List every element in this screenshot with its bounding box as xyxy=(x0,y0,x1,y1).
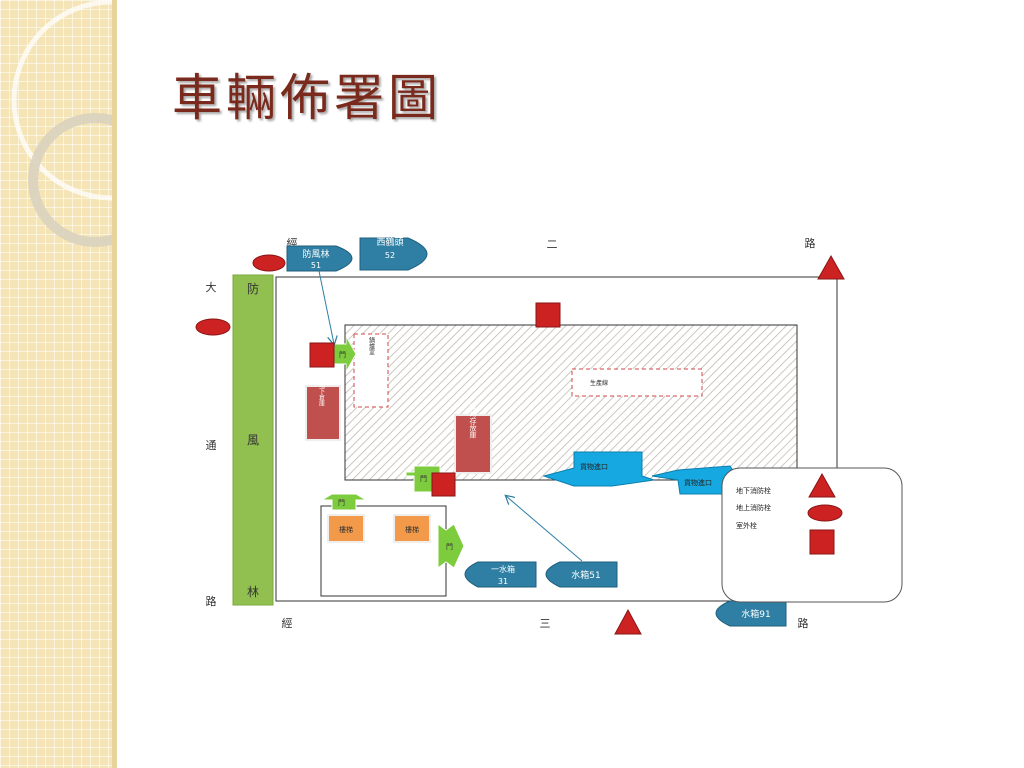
vehicle-31-line2: 31 xyxy=(498,577,508,586)
underground-storage xyxy=(305,385,341,441)
production-line-label: 生產線 xyxy=(590,379,608,387)
road-west-3: 路 xyxy=(206,595,217,608)
temp-storage-label: 暫時存放庫 xyxy=(469,403,477,440)
windbreak-strip xyxy=(232,274,274,606)
legend-ellipse-icon xyxy=(807,504,843,522)
hydrant-underground-ne xyxy=(817,254,845,280)
vehicle-51-label: 水箱51 xyxy=(571,569,600,581)
gate-west-label: 門 xyxy=(339,351,346,359)
legend-triangle-icon xyxy=(808,472,836,498)
gate-south-factory-label: 門 xyxy=(420,475,427,483)
vehicle-west-52-line2: 52 xyxy=(385,251,395,260)
sidebar-edge xyxy=(112,0,117,768)
gate-stairs-east: 門 xyxy=(437,523,465,569)
gate-stairs-east-label: 門 xyxy=(446,543,453,551)
windbreak-char-3: 林 xyxy=(247,585,259,599)
legend: 地下消防栓 地上消防栓 室外栓 xyxy=(721,467,903,603)
loading-dock-2-label: 貨物進口 xyxy=(684,478,712,487)
road-north-3: 路 xyxy=(805,237,816,250)
stairs-1 xyxy=(327,514,365,543)
vehicle-west-52-line1: 西鶴頭 xyxy=(376,236,403,248)
boiler-room-label: 鍋爐室 xyxy=(368,336,375,355)
road-west-2: 通 xyxy=(206,439,217,452)
decorative-sidebar xyxy=(0,0,117,768)
road-west-1: 大 xyxy=(206,280,217,294)
gate-stairs-top: 門 xyxy=(320,493,368,511)
temp-storage xyxy=(454,414,492,474)
production-line xyxy=(571,368,703,397)
gate-stairs-top-label: 門 xyxy=(338,499,345,507)
legend-square-icon xyxy=(809,529,835,555)
factory-building xyxy=(344,324,798,481)
vehicle-91: 水箱91 xyxy=(715,600,787,627)
road-south-3: 路 xyxy=(798,617,809,630)
legend-ground-label: 地上消防栓 xyxy=(736,503,771,512)
road-south-2: 三 xyxy=(540,617,551,630)
vehicle-91-label: 水箱91 xyxy=(741,608,770,620)
vehicle-windbreak-51-line1: 防風林 xyxy=(302,248,329,260)
underground-storage-label: 地下倉庫 xyxy=(318,381,325,407)
vehicle-windbreak-51-line2: 51 xyxy=(311,261,321,270)
vehicle-windbreak-51: 防風林 51 xyxy=(286,245,353,272)
hydrant-outdoor-south xyxy=(431,472,456,497)
vehicle-31: 一水箱 31 xyxy=(464,561,537,588)
vehicle-51: 水箱51 xyxy=(545,561,618,588)
stairs-2 xyxy=(393,514,431,543)
boiler-room xyxy=(353,333,389,408)
vehicle-31-line1: 一水箱 xyxy=(491,564,515,574)
loading-dock-1: 貨物進口 xyxy=(542,451,655,487)
windbreak-char-2: 風 xyxy=(247,433,259,447)
road-north-2: 二 xyxy=(547,238,558,251)
pointer-vehicle-51 xyxy=(506,496,583,562)
legend-underground-label: 地下消防栓 xyxy=(736,486,771,495)
page-title: 車輛佈署圖 xyxy=(172,69,442,127)
hydrant-ground-w xyxy=(195,318,231,336)
hydrant-ground-nw xyxy=(252,254,286,272)
windbreak-char-1: 防 xyxy=(247,281,259,296)
hydrant-outdoor-west xyxy=(309,342,335,368)
site-boundary xyxy=(275,276,838,602)
hydrant-underground-s xyxy=(614,608,642,635)
vehicle-west-52: 西鶴頭 52 xyxy=(359,236,428,271)
loading-dock-1-label: 貨物進口 xyxy=(580,462,608,471)
stairs-1-label: 樓梯 xyxy=(339,525,353,534)
pointer-windbreak xyxy=(318,270,334,344)
hydrant-outdoor-north xyxy=(535,302,561,328)
legend-outdoor-label: 室外栓 xyxy=(736,521,757,530)
road-south-1: 經 xyxy=(282,616,293,630)
stairs-2-label: 樓梯 xyxy=(405,525,419,534)
road-north-1: 經 xyxy=(287,236,298,250)
